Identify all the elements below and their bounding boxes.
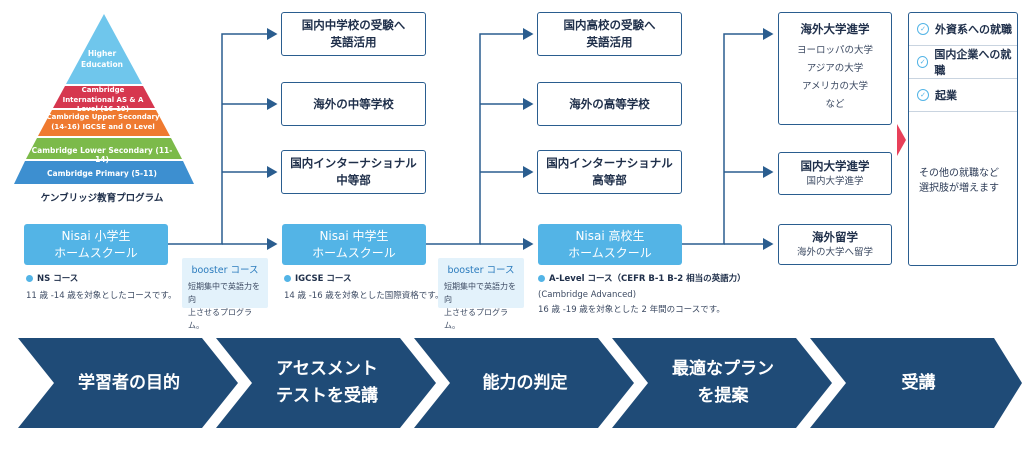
goal-foreign-company[interactable]: ✓ 外資系への就職 [909, 13, 1017, 46]
pyramid-level-primary: Cambridge Primary (5-11) [47, 169, 157, 178]
target-line2: 英語活用 [330, 35, 377, 49]
target-intl-junior[interactable]: 国内インターナショナル 中等部 [281, 150, 426, 194]
check-icon: ✓ [917, 56, 929, 68]
step-2-line1: アセスメント [276, 359, 378, 379]
uni-domestic-title: 国内大学進学 [800, 159, 870, 173]
pyramid-level-lower: Cambridge Lower Secondary (11-14) [31, 146, 173, 164]
step-5: 受講 [846, 338, 991, 428]
note-ns: NS コース 11 歳 -14 歳を対象としたコースです。 [26, 273, 186, 303]
booster-course-2[interactable]: booster コース 短期集中で英語力を向 上させるプログラム。 [438, 258, 524, 330]
step-chevron [414, 338, 634, 428]
step-3-label: 能力の判定 [482, 372, 568, 393]
target-line1: 海外の高等学校 [569, 96, 650, 111]
uni-domestic[interactable]: 国内大学進学 国内大学進学 [778, 152, 892, 195]
uni-abroad-item: アメリカの大学 [801, 81, 869, 92]
target-line1: 国内インターナショナル [290, 156, 417, 170]
school-senior[interactable]: Nisai 高校生 ホームスクール [538, 224, 682, 265]
note-alevel-title: A-Level コース（CEFR B-1 B-2 相当の英語力） [549, 274, 746, 284]
step-chevron [810, 338, 1022, 428]
target-overseas-high[interactable]: 海外の高等学校 [537, 82, 682, 126]
uni-abroad-title: 海外大学進学 [800, 22, 870, 36]
step-1: 学習者の目的 [54, 338, 204, 428]
pyramid-level-higher: Higher Education [81, 49, 123, 69]
bullet-dot [538, 275, 545, 282]
goal-startup[interactable]: ✓ 起業 [909, 79, 1017, 112]
target-line1: 国内インターナショナル [546, 156, 673, 170]
step-chevron [18, 338, 238, 428]
process-steps [18, 338, 1022, 428]
target-line2: 英語活用 [586, 35, 633, 49]
note-alevel-sub: (Cambridge Advanced) [538, 290, 637, 300]
uni-abroad-item: アジアの大学 [806, 63, 864, 74]
uni-abroad-item: ヨーロッパの大学 [796, 45, 873, 56]
booster-desc-2: 上させるプログラム。 [188, 308, 252, 330]
booster-course-1[interactable]: booster コース 短期集中で英語力を向 上させるプログラム。 [182, 258, 268, 330]
goal-label: 国内企業への就職 [934, 48, 1012, 77]
pyramid-level-upper: Cambridge Upper Secondary (14-16) IGCSE … [46, 113, 160, 131]
goal-label: 外資系への就職 [935, 23, 1012, 36]
step-2: アセスメント テストを受講 [252, 338, 402, 428]
bullet-dot [284, 275, 291, 282]
uni-study-abroad-sub: 海外の大学へ留学 [796, 247, 873, 258]
career-goals: ✓ 外資系への就職 ✓ 国内企業への就職 ✓ 起業 その他の就職など 選択肢が増えます [908, 12, 1018, 266]
goals-footer-1: その他の就職など [919, 168, 999, 179]
school-senior-line1: Nisai 高校生 [575, 228, 645, 243]
target-line2: 高等部 [592, 173, 627, 187]
booster-desc-1: 短期集中で英語力を向 [188, 282, 260, 304]
note-igcse-title: IGCSE コース [295, 274, 352, 284]
uni-study-abroad[interactable]: 海外留学 海外の大学へ留学 [778, 224, 892, 265]
step-4-line2: を提案 [697, 386, 749, 406]
note-alevel-desc: 16 歳 -19 歳を対象とした 2 年間のコースです。 [538, 305, 725, 315]
target-domestic-junior-high[interactable]: 国内中学校の受験へ 英語活用 [281, 12, 426, 56]
school-senior-line2: ホームスクール [568, 245, 652, 260]
pyramid-level-as-a: Cambridge International AS & A Level (16… [62, 86, 144, 113]
uni-abroad[interactable]: 海外大学進学 ヨーロッパの大学 アジアの大学 アメリカの大学 など [778, 12, 892, 125]
step-chevron [612, 338, 832, 428]
target-line1: 国内中学校の受験へ [301, 18, 406, 32]
step-chevron [216, 338, 436, 428]
target-line2: 中等部 [336, 173, 371, 187]
step-3: 能力の判定 [450, 338, 600, 428]
booster-title: booster コース [191, 265, 259, 276]
booster-desc-2: 上させるプログラム。 [444, 308, 508, 330]
note-ns-desc: 11 歳 -14 歳を対象としたコースです。 [26, 291, 177, 301]
note-alevel: A-Level コース（CEFR B-1 B-2 相当の英語力） (Cambri… [538, 273, 768, 317]
goal-domestic-company[interactable]: ✓ 国内企業への就職 [909, 46, 1017, 79]
uni-study-abroad-title: 海外留学 [812, 230, 858, 244]
school-junior-line1: Nisai 中学生 [319, 228, 389, 243]
step-2-line2: テストを受講 [276, 386, 378, 406]
note-igcse-desc: 14 歳 -16 歳を対象とした国際資格です。 [284, 291, 444, 301]
pyramid-caption: ケンブリッジ教育プログラム [40, 193, 164, 204]
step-5-label: 受講 [901, 372, 936, 393]
booster-desc-1: 短期集中で英語力を向 [444, 282, 516, 304]
target-domestic-high[interactable]: 国内高校の受験へ 英語活用 [537, 12, 682, 56]
step-1-label: 学習者の目的 [78, 372, 180, 393]
bullet-dot [26, 275, 33, 282]
pointer-arrow [897, 124, 906, 156]
target-intl-high[interactable]: 国内インターナショナル 高等部 [537, 150, 682, 194]
step-4: 最適なプラン を提案 [648, 338, 798, 428]
school-primary[interactable]: Nisai 小学生 ホームスクール [24, 224, 168, 265]
step-4-line1: 最適なプラン [672, 359, 774, 379]
cambridge-pyramid [14, 14, 194, 184]
goal-label: 起業 [935, 89, 957, 102]
school-junior-line2: ホームスクール [312, 245, 396, 260]
target-overseas-secondary[interactable]: 海外の中等学校 [281, 82, 426, 126]
check-icon: ✓ [917, 89, 929, 101]
goals-footer-2: 選択肢が増えます [919, 183, 999, 194]
note-igcse: IGCSE コース 14 歳 -16 歳を対象とした国際資格です。 [284, 273, 444, 303]
school-primary-line2: ホームスクール [54, 245, 138, 260]
check-icon: ✓ [917, 23, 929, 35]
target-line1: 海外の中等学校 [313, 96, 394, 111]
booster-title: booster コース [447, 265, 515, 276]
school-junior[interactable]: Nisai 中学生 ホームスクール [282, 224, 426, 265]
uni-domestic-sub: 国内大学進学 [806, 176, 864, 187]
note-ns-title: NS コース [37, 274, 79, 284]
school-primary-line1: Nisai 小学生 [61, 228, 131, 243]
target-line1: 国内高校の受験へ [563, 18, 656, 32]
uni-abroad-item: など [825, 99, 845, 110]
